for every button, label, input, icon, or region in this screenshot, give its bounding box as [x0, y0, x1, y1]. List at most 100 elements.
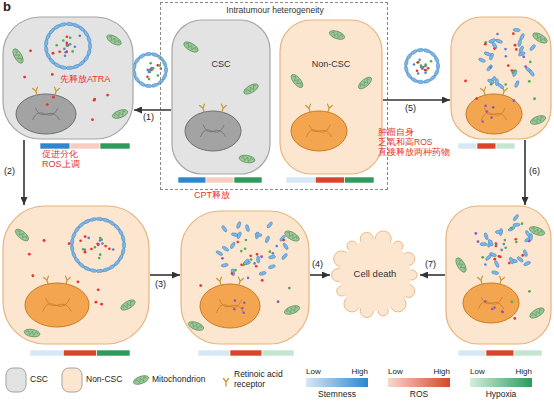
- receptor: [306, 104, 313, 113]
- legend-label: CSC: [30, 375, 60, 385]
- process-arrow: [150, 274, 180, 276]
- mitochondrion: [132, 374, 149, 386]
- receptor: [478, 276, 485, 285]
- nanoparticle: [44, 22, 91, 70]
- process-arrow: [23, 140, 25, 205]
- mitochondrion: [105, 33, 122, 47]
- mitochondrion: [23, 328, 40, 338]
- receptor: [200, 104, 207, 113]
- nanoparticle: [478, 28, 536, 90]
- legend-swatch: [62, 368, 82, 392]
- mitochondrion: [283, 229, 300, 243]
- gradient-scale: [470, 378, 532, 387]
- cell: 肿瘤自身 乏氧和高ROS 直接释放两种药物: [450, 16, 552, 140]
- mitochondrion: [182, 40, 199, 54]
- legend-label: ROS: [388, 390, 450, 400]
- node-label: Cell death: [335, 269, 415, 280]
- node-label: CSC: [196, 59, 246, 69]
- level-bar: [30, 350, 63, 356]
- receptor: [498, 276, 505, 285]
- level-bar: [458, 350, 486, 356]
- receptor: [326, 104, 333, 113]
- level-bar: [345, 177, 374, 183]
- receptor: [217, 277, 224, 286]
- legend-label: Stemness: [306, 390, 368, 400]
- level-bar: [262, 350, 294, 356]
- scale-end: Low: [470, 367, 494, 376]
- cell: [445, 205, 552, 345]
- nucleus: [16, 94, 76, 134]
- cell-outline: [180, 210, 310, 345]
- process-arrow: [524, 140, 526, 205]
- level-bar: [315, 177, 344, 183]
- receptor: [64, 276, 71, 285]
- mitochondrion: [357, 75, 374, 91]
- receptor: [33, 87, 40, 96]
- level-bar: [477, 143, 496, 149]
- annotation: 促进分化 ROS上调: [42, 149, 100, 170]
- mitochondrion: [119, 298, 136, 312]
- legend-label: Hypoxia: [470, 390, 532, 400]
- mitochondrion: [529, 114, 546, 126]
- mitochondrion: [111, 108, 128, 120]
- cell: Non-CSC: [279, 19, 383, 175]
- mitochondrion: [528, 306, 545, 320]
- node-label: Non-CSC: [296, 59, 366, 69]
- scale-end: High: [424, 367, 450, 376]
- step-number: (2): [4, 166, 15, 176]
- legend-label: Mitochondrion: [152, 375, 216, 385]
- step-number: (1): [143, 112, 154, 122]
- mitochondrion: [238, 154, 255, 164]
- cell: 促进分化 ROS上调: [2, 205, 150, 345]
- annotation: 先释放ATRA: [60, 74, 132, 84]
- mitochondrion: [531, 31, 548, 45]
- step-number: (3): [155, 279, 166, 289]
- nanoparticle: [215, 221, 288, 279]
- legend-label: Non-CSC: [86, 375, 130, 385]
- level-bar: [230, 350, 262, 356]
- cell-outline: [445, 205, 552, 345]
- step-number: (5): [405, 103, 416, 113]
- receptor: [53, 87, 60, 96]
- mitochondrion: [242, 82, 259, 96]
- level-bar: [496, 143, 515, 149]
- cell-death: Cell death: [330, 230, 420, 320]
- scale-end: Low: [306, 367, 330, 376]
- nucleus: [200, 284, 260, 328]
- level-bar: [514, 350, 542, 356]
- scale-end: Low: [388, 367, 412, 376]
- annotation: CPT释放: [194, 190, 254, 200]
- receptor: [220, 104, 227, 113]
- gradient-scale: [306, 378, 368, 387]
- level-bar: [458, 143, 477, 149]
- receptor: [237, 277, 244, 286]
- level-bar: [178, 177, 206, 183]
- mitochondrion: [328, 29, 345, 41]
- group-box: Intratumour heterogeneityCSCNon-CSC: [160, 2, 388, 190]
- receptor: [44, 276, 51, 285]
- scale-end: High: [506, 367, 532, 376]
- mitochondrion: [283, 304, 300, 316]
- process-arrow: [310, 274, 330, 276]
- annotation: 肿瘤自身 乏氧和高ROS 直接释放两种药物: [378, 128, 456, 157]
- legend-label: Retinoic acid receptor: [234, 370, 292, 390]
- level-bar: [234, 177, 262, 183]
- cell: CPT释放: [180, 210, 310, 345]
- receptor: [224, 379, 229, 387]
- nucleus: [185, 111, 241, 151]
- nanoparticle: [480, 214, 533, 275]
- nucleus: [291, 111, 347, 151]
- cell-outline: [279, 19, 383, 175]
- step-number: (6): [529, 166, 540, 176]
- level-bar: [486, 350, 514, 356]
- process-arrow: [134, 109, 171, 111]
- nanoparticle: [132, 52, 168, 88]
- mitochondrion: [187, 320, 204, 332]
- level-bar: [40, 143, 70, 149]
- mitochondrion: [454, 256, 468, 273]
- legend-swatch: [6, 368, 26, 392]
- cell-outline: [2, 205, 150, 345]
